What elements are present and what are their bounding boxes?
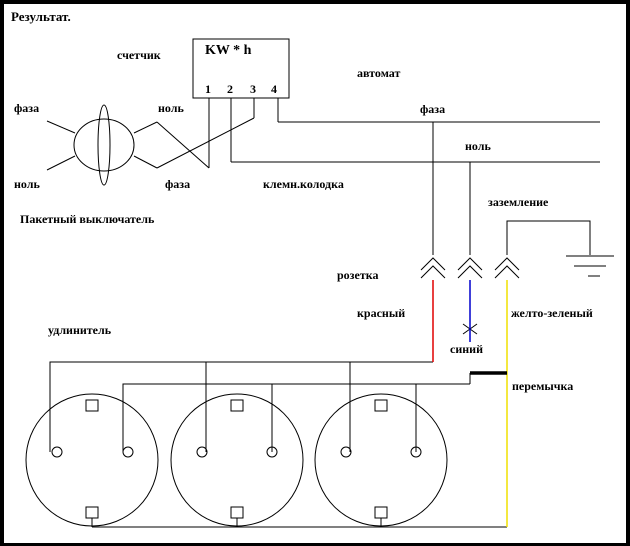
neutral-top-label: ноль (158, 101, 184, 115)
phase-left-label: фаза (14, 101, 40, 115)
meter-terminal-3: 3 (250, 82, 256, 96)
yellow-green-label: желто-зеленый (511, 306, 593, 320)
meter-label: счетчик (117, 48, 161, 62)
outlet-1 (25, 393, 159, 527)
packet-switch (46, 104, 255, 186)
diagram-title: Результат. (11, 9, 71, 24)
socket-connectors (420, 257, 520, 279)
red-label: красный (357, 306, 406, 320)
neutral-left-label: ноль (14, 177, 40, 191)
outlet-3 (314, 393, 448, 527)
packet-switch-label: Пакетный выключатель (20, 212, 155, 226)
meter-terminal-4: 4 (271, 82, 277, 96)
blue-label: синий (450, 342, 483, 356)
ground-label: заземление (488, 195, 549, 209)
extension-phase-wire (49, 361, 433, 452)
extension-neutral-wire (122, 383, 470, 452)
terminal-block-label: клемн.колодка (263, 177, 344, 191)
phase-right-label: фаза (420, 102, 446, 116)
meter-terminal-2: 2 (227, 82, 233, 96)
meter-terminal-1: 1 (205, 82, 211, 96)
ground-wire (506, 220, 591, 255)
phase-bottom-label: фаза (165, 177, 191, 191)
jumper-label: перемычка (512, 379, 574, 393)
outlet-2 (170, 393, 304, 527)
meter-box (192, 38, 290, 99)
extension-label: удлинитель (48, 323, 112, 337)
socket-label: розетка (337, 268, 379, 282)
breaker-label: автомат (357, 66, 401, 80)
meter-unit-label: KW * h (205, 43, 252, 58)
neutral-right-label: ноль (465, 139, 491, 153)
